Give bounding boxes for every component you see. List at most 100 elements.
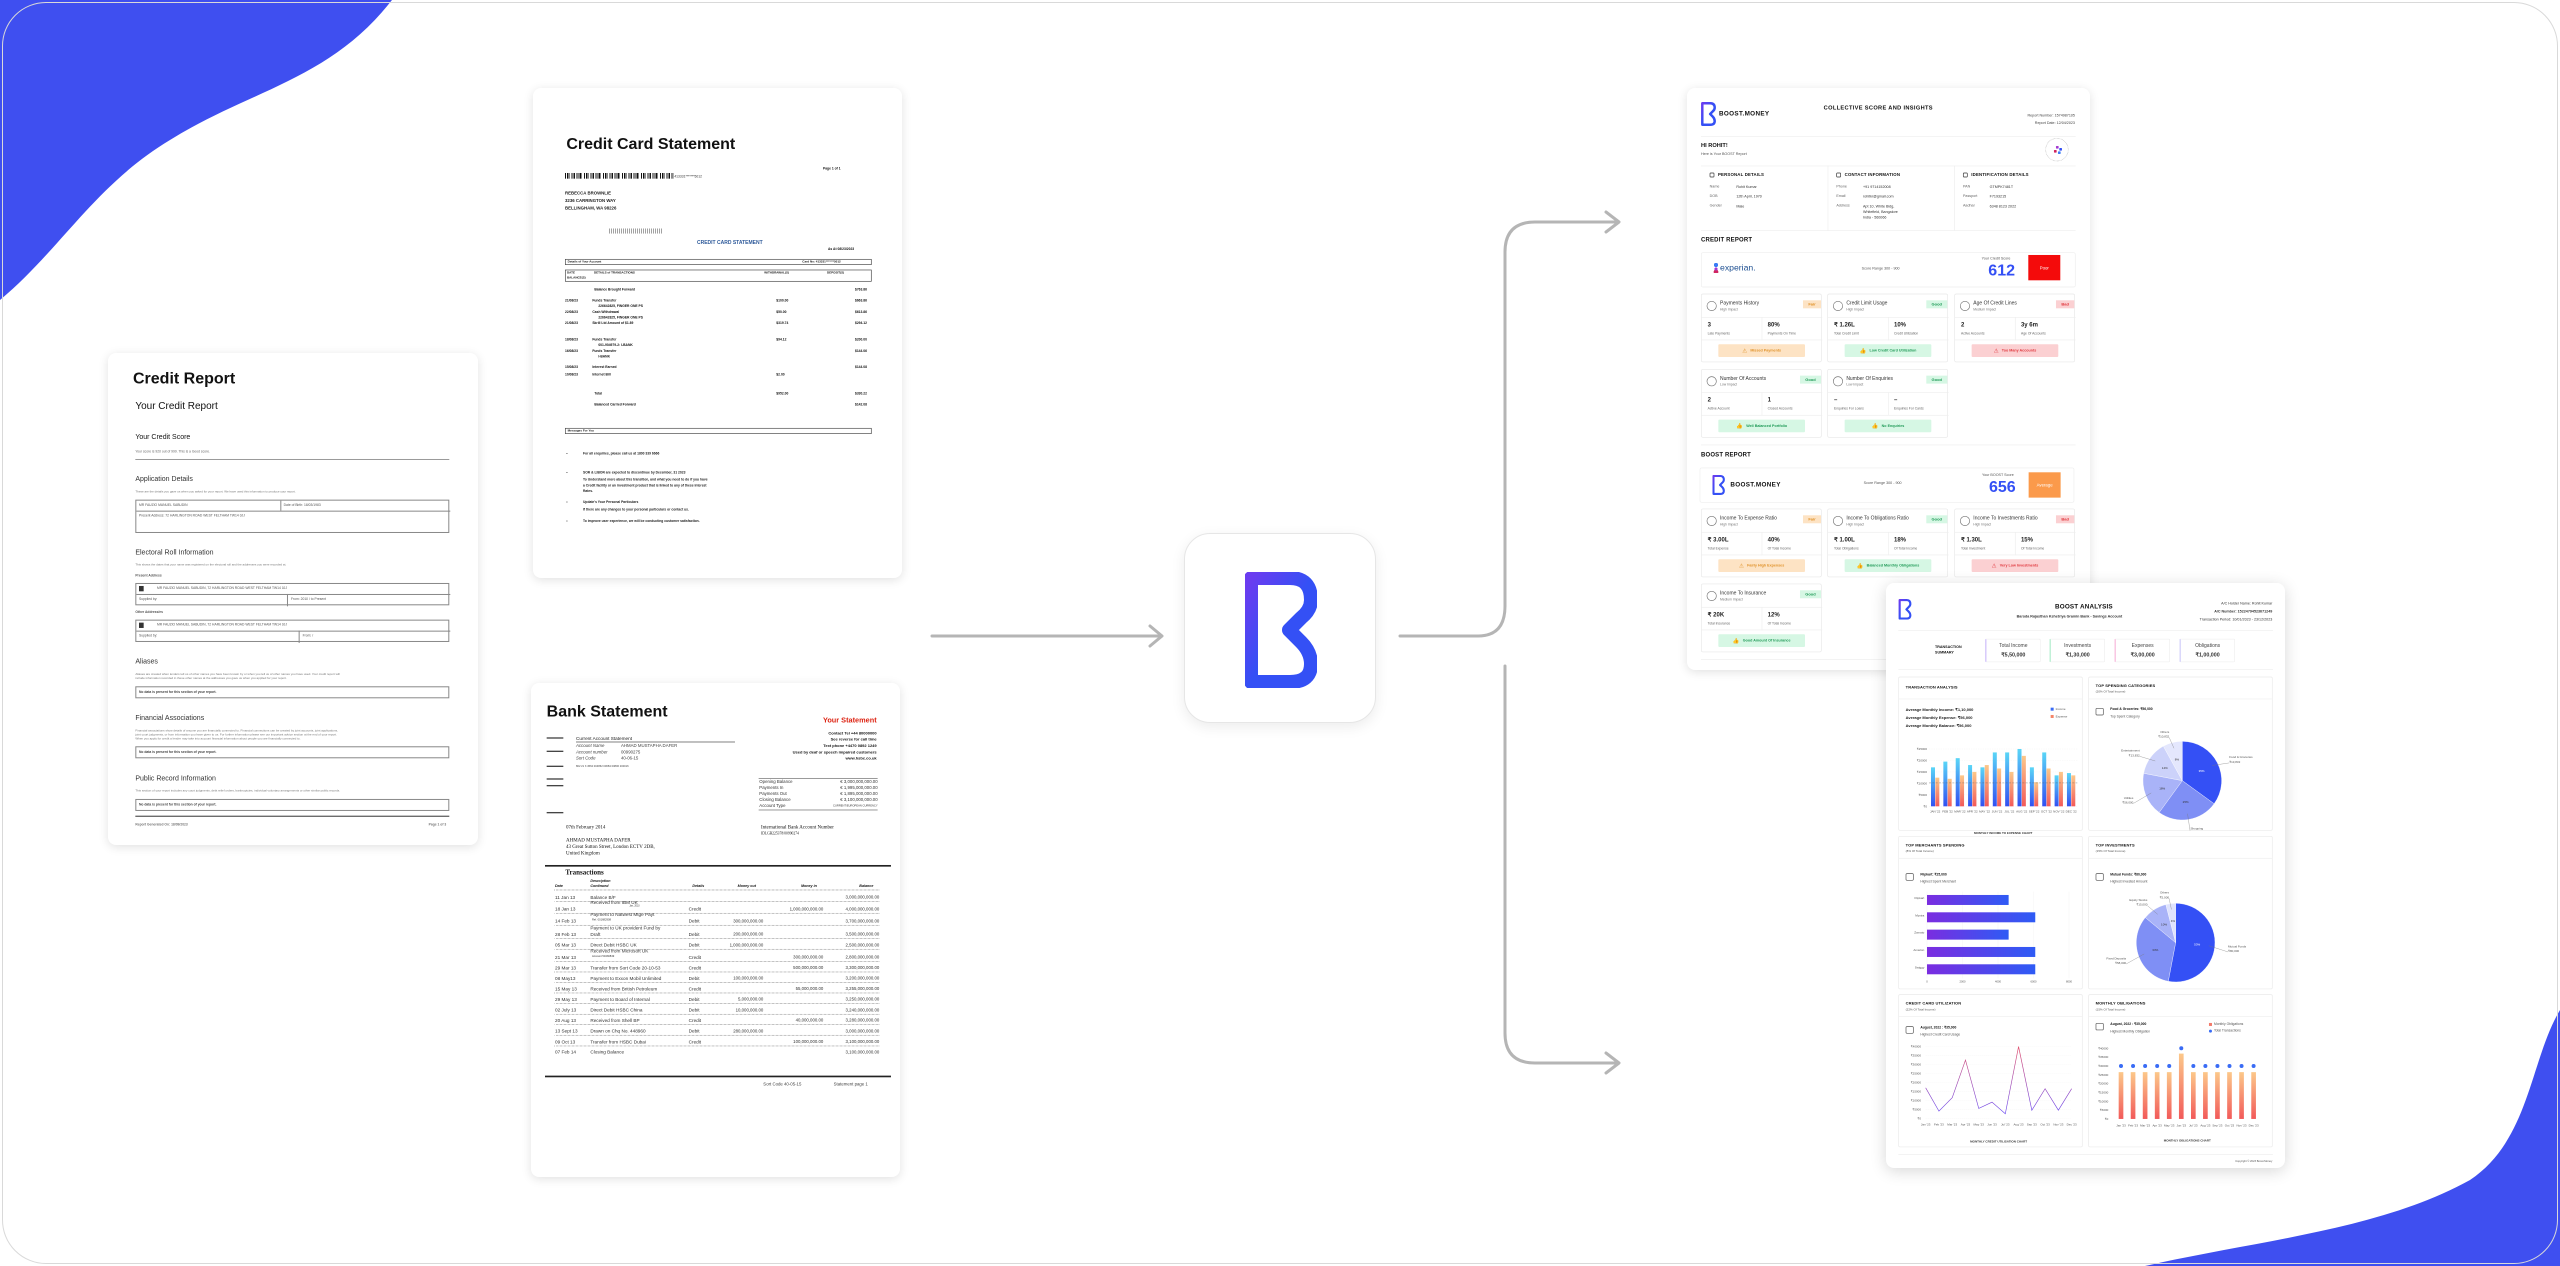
x-tick-label: Jun '23 <box>1987 1123 1997 1127</box>
divider <box>1761 316 1763 341</box>
field-label: DOB <box>1709 193 1718 198</box>
metric-label: Age Of Accounts <box>2020 331 2046 336</box>
col-details: Details <box>692 883 705 888</box>
row-desc: Received from British Petroleum <box>590 985 658 992</box>
insight-pill: 👍Balanced Monthly Obligations <box>1844 559 1932 572</box>
message-line: SOR & LIBOR are expected to discontinue … <box>582 470 686 475</box>
transaction-dot <box>2167 1063 2172 1068</box>
section-description: joint court judgments, or from informati… <box>135 732 337 736</box>
row-desc: Total <box>594 391 603 396</box>
divider <box>1887 531 1889 556</box>
obligation-bar <box>2178 1053 2184 1119</box>
highlight-title: Food & Groceries: ₹56,000 <box>2110 707 2153 711</box>
row-details: Debit <box>688 996 700 1002</box>
doc-title: Credit Card Statement <box>566 134 736 153</box>
col-money-in: Money in <box>800 883 817 888</box>
status-badge: Fair <box>1802 515 1821 524</box>
x-tick-label: FEB '22 <box>1942 809 1953 813</box>
divider <box>136 630 451 632</box>
divider <box>1898 668 2273 670</box>
insight-pill: ⚠Very Low Investments <box>1971 559 2059 572</box>
summary-card: Expenses₹3,00,000 <box>2114 638 2170 663</box>
row-details: Debit <box>688 1007 700 1013</box>
warning-icon: ⚠ <box>1993 347 1999 354</box>
x-tick-label: Jul '23 <box>2001 1123 2010 1127</box>
summary-card-value: ₹1,00,000 <box>2195 651 2220 658</box>
warning-icon: ⚠ <box>1991 562 1997 569</box>
status-badge: Good <box>1799 590 1821 599</box>
y-tick-label: ₹20000 <box>1911 1080 1922 1084</box>
row-withdrawal: $100.00 <box>776 298 789 303</box>
slice-percent: 10% <box>2161 922 2167 926</box>
account-label: Details of Your Account <box>567 259 602 264</box>
merchant-bar <box>1926 912 2036 923</box>
bullet: • <box>566 519 568 523</box>
row-date: 21/08/23 <box>564 298 578 303</box>
bar-income <box>2005 752 2010 807</box>
obligation-bar <box>2190 1072 2196 1119</box>
row-desc: Balance Brought Forward <box>594 287 636 292</box>
message-line: Update's Your Personal Particulars <box>582 500 639 504</box>
row-desc: Funds Transfer <box>592 349 617 353</box>
leader-line <box>2169 737 2175 749</box>
divider <box>1898 1154 2273 1155</box>
row-balance: 3,280,000,000.00 <box>845 1017 880 1023</box>
leader-line <box>2208 945 2229 953</box>
y-tick-label: ₹15000 <box>1911 1089 1922 1093</box>
insight-text: Balanced Monthly Obligations <box>1866 563 1920 568</box>
card-no: Card No: 413331*******5012 <box>802 259 841 264</box>
transaction-dot <box>2203 1063 2208 1068</box>
x-tick-label: Nov '23 <box>2237 1123 2247 1127</box>
x-tick-label: 4000 <box>1995 979 2001 983</box>
x-tick-label: 2000 <box>1960 979 1966 983</box>
message-line: For all enquiries, please call us at 180… <box>582 451 660 456</box>
row-desc: Direct Debit HSBC UK <box>590 942 637 948</box>
obligation-bar <box>2166 1072 2172 1119</box>
metric-icon <box>1832 376 1843 387</box>
leader-line <box>2139 756 2156 762</box>
merchant-label: Amazon <box>1913 948 1924 952</box>
brand-name: BOOST.MONEY <box>1730 480 1781 488</box>
divider <box>136 510 451 512</box>
row-withdrawal: $94.12 <box>776 337 787 342</box>
bar-income <box>1968 765 1973 807</box>
divider <box>1700 230 2076 231</box>
transaction-dot <box>2119 1063 2124 1068</box>
store-icon <box>1905 873 1914 881</box>
merchant-bar <box>1926 964 2036 975</box>
divider <box>1701 414 1823 416</box>
leader-line <box>2133 792 2152 804</box>
bar-expense <box>1947 778 1952 807</box>
legend-expense: Expense <box>2055 714 2068 718</box>
x-tick-label: Dec '23 <box>2249 1123 2259 1127</box>
report-title: COLLECTIVE SCORE AND INSIGHTS <box>1823 104 1933 111</box>
metric-label: Active Accounts <box>1960 331 1985 336</box>
row-date: 08 May13 <box>554 975 576 981</box>
leader-line <box>2212 762 2230 766</box>
divider <box>1954 339 2076 341</box>
row-desc: Received from IBM UK <box>590 899 638 905</box>
divider <box>1761 606 1763 631</box>
messages-box: Messages For You <box>564 427 872 434</box>
credit-card-utilization-panel: CREDIT CARD UTILIZATION(22% Of Total Inc… <box>1898 994 2083 1148</box>
y-tick-label: ₹0 <box>2105 1117 2109 1121</box>
slice-amount: ₹10,832 <box>2158 735 2169 739</box>
y-tick-label: ₹30000 <box>2098 1064 2109 1068</box>
row-details: Credit <box>688 1038 702 1045</box>
metric-title: Number Of Enquiries <box>1846 375 1894 382</box>
brand-name: BOOST.MONEY <box>1718 109 1770 117</box>
x-tick-label: Nov '23 <box>2053 1123 2063 1127</box>
contact-line: www.hsbc.co.uk <box>845 755 877 761</box>
divider <box>298 630 300 643</box>
row-desc: Skrill Ltd Amount of $1.89 <box>592 321 634 325</box>
rating-text: Average <box>2036 482 2053 488</box>
your-statement: Your Statement <box>822 715 877 724</box>
status-badge: Good <box>1926 375 1948 384</box>
panel-subtitle: (15% Of Total Income) <box>2095 1007 2126 1011</box>
y-tick-label: ₹25000 <box>1917 747 1928 751</box>
slice-amount: ₹80,000 <box>2228 949 2239 953</box>
chart-caption: MONTHLY INCOME TO EXPENSE CHART <box>1974 831 2032 835</box>
x-tick-label: Feb '23 <box>2128 1123 2138 1127</box>
field-label: Sort Code <box>575 755 596 761</box>
section-heading: CREDIT REPORT <box>1700 236 1753 243</box>
